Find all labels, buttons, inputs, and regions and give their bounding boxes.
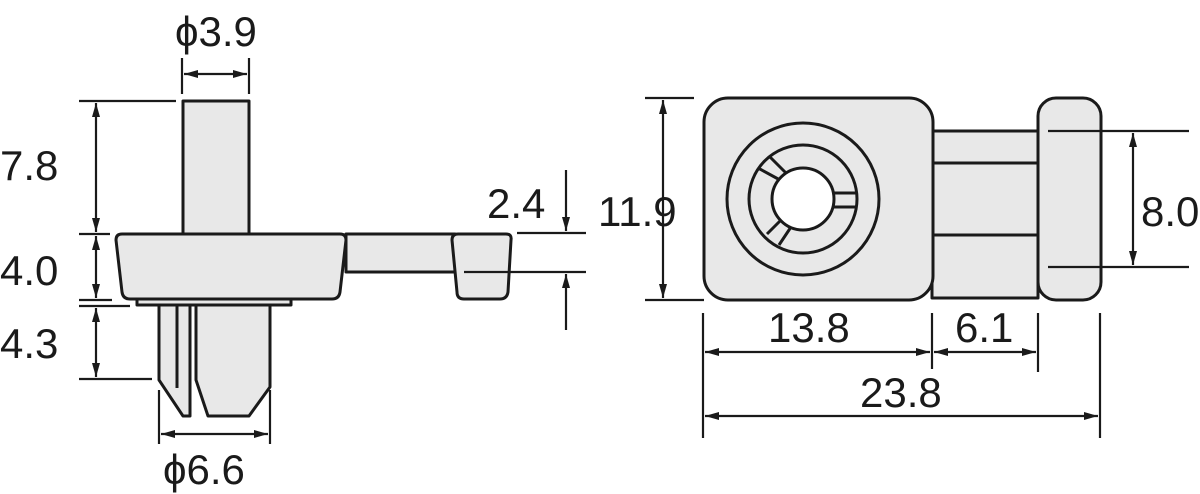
dim-top-height: 11.9 — [598, 188, 677, 235]
dim-tab-width: 8.0 — [1141, 188, 1199, 235]
dim-overall-width: 23.8 — [860, 369, 942, 416]
dim-leg-length: 4.3 — [0, 320, 58, 367]
side-view: ϕ3.9 7.8 4.0 4.3 ϕ6.6 2.4 — [0, 8, 586, 493]
center-hole — [770, 166, 836, 232]
connector-shape — [930, 129, 1040, 300]
dim-leg-diameter: ϕ6.6 — [163, 446, 245, 493]
top-view: 11.9 8.0 13.8 6.1 23.8 — [598, 96, 1199, 438]
dim-tab-length: 6.1 — [955, 304, 1013, 351]
dim-pin-diameter: ϕ3.9 — [175, 8, 257, 55]
head-flange-shape — [114, 232, 348, 301]
tab-end-shape — [450, 232, 513, 301]
dim-pin-height: 7.8 — [0, 142, 58, 189]
left-leg-shape — [157, 303, 192, 418]
dim-tab-height: 2.4 — [487, 180, 545, 227]
tab-end-top-shape — [1036, 96, 1103, 302]
tab-bar-shape — [344, 232, 457, 274]
pin-shape — [181, 99, 251, 236]
dim-head-width: 13.8 — [768, 304, 850, 351]
dim-head-thickness: 4.0 — [0, 247, 58, 294]
right-leg-shape — [194, 303, 272, 418]
